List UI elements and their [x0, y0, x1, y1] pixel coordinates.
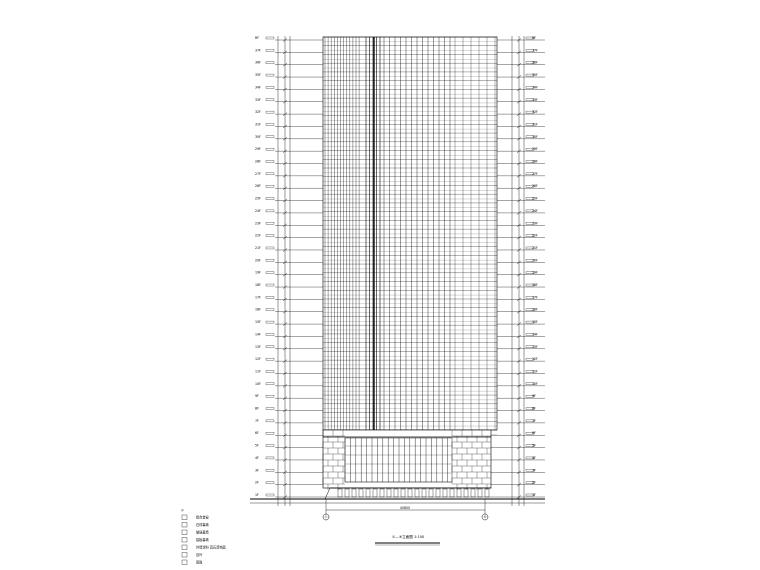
dimension-ticks	[265, 36, 535, 499]
legend-label: 铝板幕墙	[196, 537, 210, 542]
level-marker-right: 18F	[532, 283, 538, 287]
level-marker-left: 8F	[255, 407, 259, 411]
level-marker-right: 28F	[532, 160, 538, 164]
level-marker-right: 34F	[532, 85, 538, 89]
svg-text:◎: ◎	[181, 508, 184, 512]
level-marker-right: 26F	[532, 184, 538, 188]
level-marker-left: 6F	[255, 431, 259, 435]
level-marker-right: 33F	[532, 98, 538, 102]
level-marker-left: 15F	[255, 320, 261, 324]
legend-label: 石材幕墙	[196, 522, 210, 527]
drawing-title-block: ①—⑥立面图 1:100	[375, 534, 440, 546]
level-marker-right: 13F	[532, 345, 538, 349]
level-marker-right: 16F	[532, 308, 538, 312]
level-marker-left: 9F	[255, 394, 259, 398]
level-marker-right: 25F	[532, 197, 538, 201]
level-marker-left: 22F	[255, 234, 261, 238]
level-marker-left: 37F	[255, 48, 261, 52]
level-marker-left: 36F	[255, 61, 261, 65]
level-marker-right: 14F	[532, 332, 538, 336]
level-marker-right: 35F	[532, 73, 538, 77]
level-marker-right: 12F	[532, 357, 538, 361]
level-marker-right: 22F	[532, 234, 538, 238]
level-marker-right: 24F	[532, 209, 538, 213]
level-marker-left: 1F	[255, 493, 259, 497]
level-marker-left: 28F	[255, 160, 261, 164]
level-marker-left: 7F	[255, 419, 259, 423]
level-marker-right: 30F	[532, 135, 538, 139]
level-marker-right: 31F	[532, 122, 538, 126]
level-marker-left: 14F	[255, 332, 261, 336]
level-marker-right: 37F	[532, 48, 538, 52]
level-marker-right: 20F	[532, 258, 538, 262]
level-marker-left: 32F	[255, 110, 261, 114]
tower-facade	[322, 36, 498, 435]
level-marker-left: 13F	[255, 345, 261, 349]
level-marker-left: 10F	[255, 382, 261, 386]
axis-left-label: ①	[325, 515, 328, 519]
axis-bubbles: ① ⑥ 40800	[322, 499, 489, 521]
level-marker-right: 11F	[532, 369, 538, 373]
level-marker-right: 36F	[532, 61, 538, 65]
level-marker-right: 17F	[532, 295, 538, 299]
level-marker-right: 29F	[532, 147, 538, 151]
level-marker-left: 26F	[255, 184, 261, 188]
level-marker-left: 17F	[255, 295, 261, 299]
level-marker-left: 24F	[255, 209, 261, 213]
level-marker-left: 25F	[255, 197, 261, 201]
level-marker-right: 32F	[532, 110, 538, 114]
drawing-title: ①—⑥立面图 1:100	[392, 534, 425, 539]
level-marker-left: 34F	[255, 85, 261, 89]
level-marker-left: 2F	[255, 481, 259, 485]
level-marker-left: 19F	[255, 271, 261, 275]
level-marker-right: 21F	[532, 246, 538, 250]
level-marker-right: 23F	[532, 221, 538, 225]
level-marker-right: 10F	[532, 382, 538, 386]
level-marker-left: 27F	[255, 172, 261, 176]
level-marker-left: 33F	[255, 98, 261, 102]
overall-width-dimension: 40800	[400, 506, 410, 510]
level-marker-left: 30F	[255, 135, 261, 139]
level-marker-right: 15F	[532, 320, 538, 324]
level-marker-left: RF	[255, 36, 259, 40]
legend-label: 铝合金窗	[196, 515, 209, 520]
level-marker-left: 16F	[255, 308, 261, 312]
level-marker-left: 29F	[255, 147, 261, 151]
level-marker-left: 4F	[255, 456, 259, 460]
level-marker-right: 19F	[532, 271, 538, 275]
legend-label: 雨篷	[196, 560, 203, 565]
level-marker-left: 31F	[255, 122, 261, 126]
legend-label: 玻璃幕墙	[196, 530, 210, 535]
level-marker-left: 23F	[255, 221, 261, 225]
level-marker-left: 11F	[255, 369, 261, 373]
level-marker-right: 27F	[532, 172, 538, 176]
level-marker-left: 18F	[255, 283, 261, 287]
level-marker-left: 20F	[255, 258, 261, 262]
level-marker-left: 35F	[255, 73, 261, 77]
axis-right-label: ⑥	[484, 515, 487, 519]
level-marker-left: 3F	[255, 468, 259, 472]
level-marker-left: 12F	[255, 357, 261, 361]
level-marker-left: 21F	[255, 246, 261, 250]
level-marker-left: 5F	[255, 444, 259, 448]
podium-facade	[322, 429, 492, 500]
legend-label: 百叶	[196, 552, 203, 557]
legend-label: 外墙涂料 真石漆饰面	[196, 545, 226, 550]
